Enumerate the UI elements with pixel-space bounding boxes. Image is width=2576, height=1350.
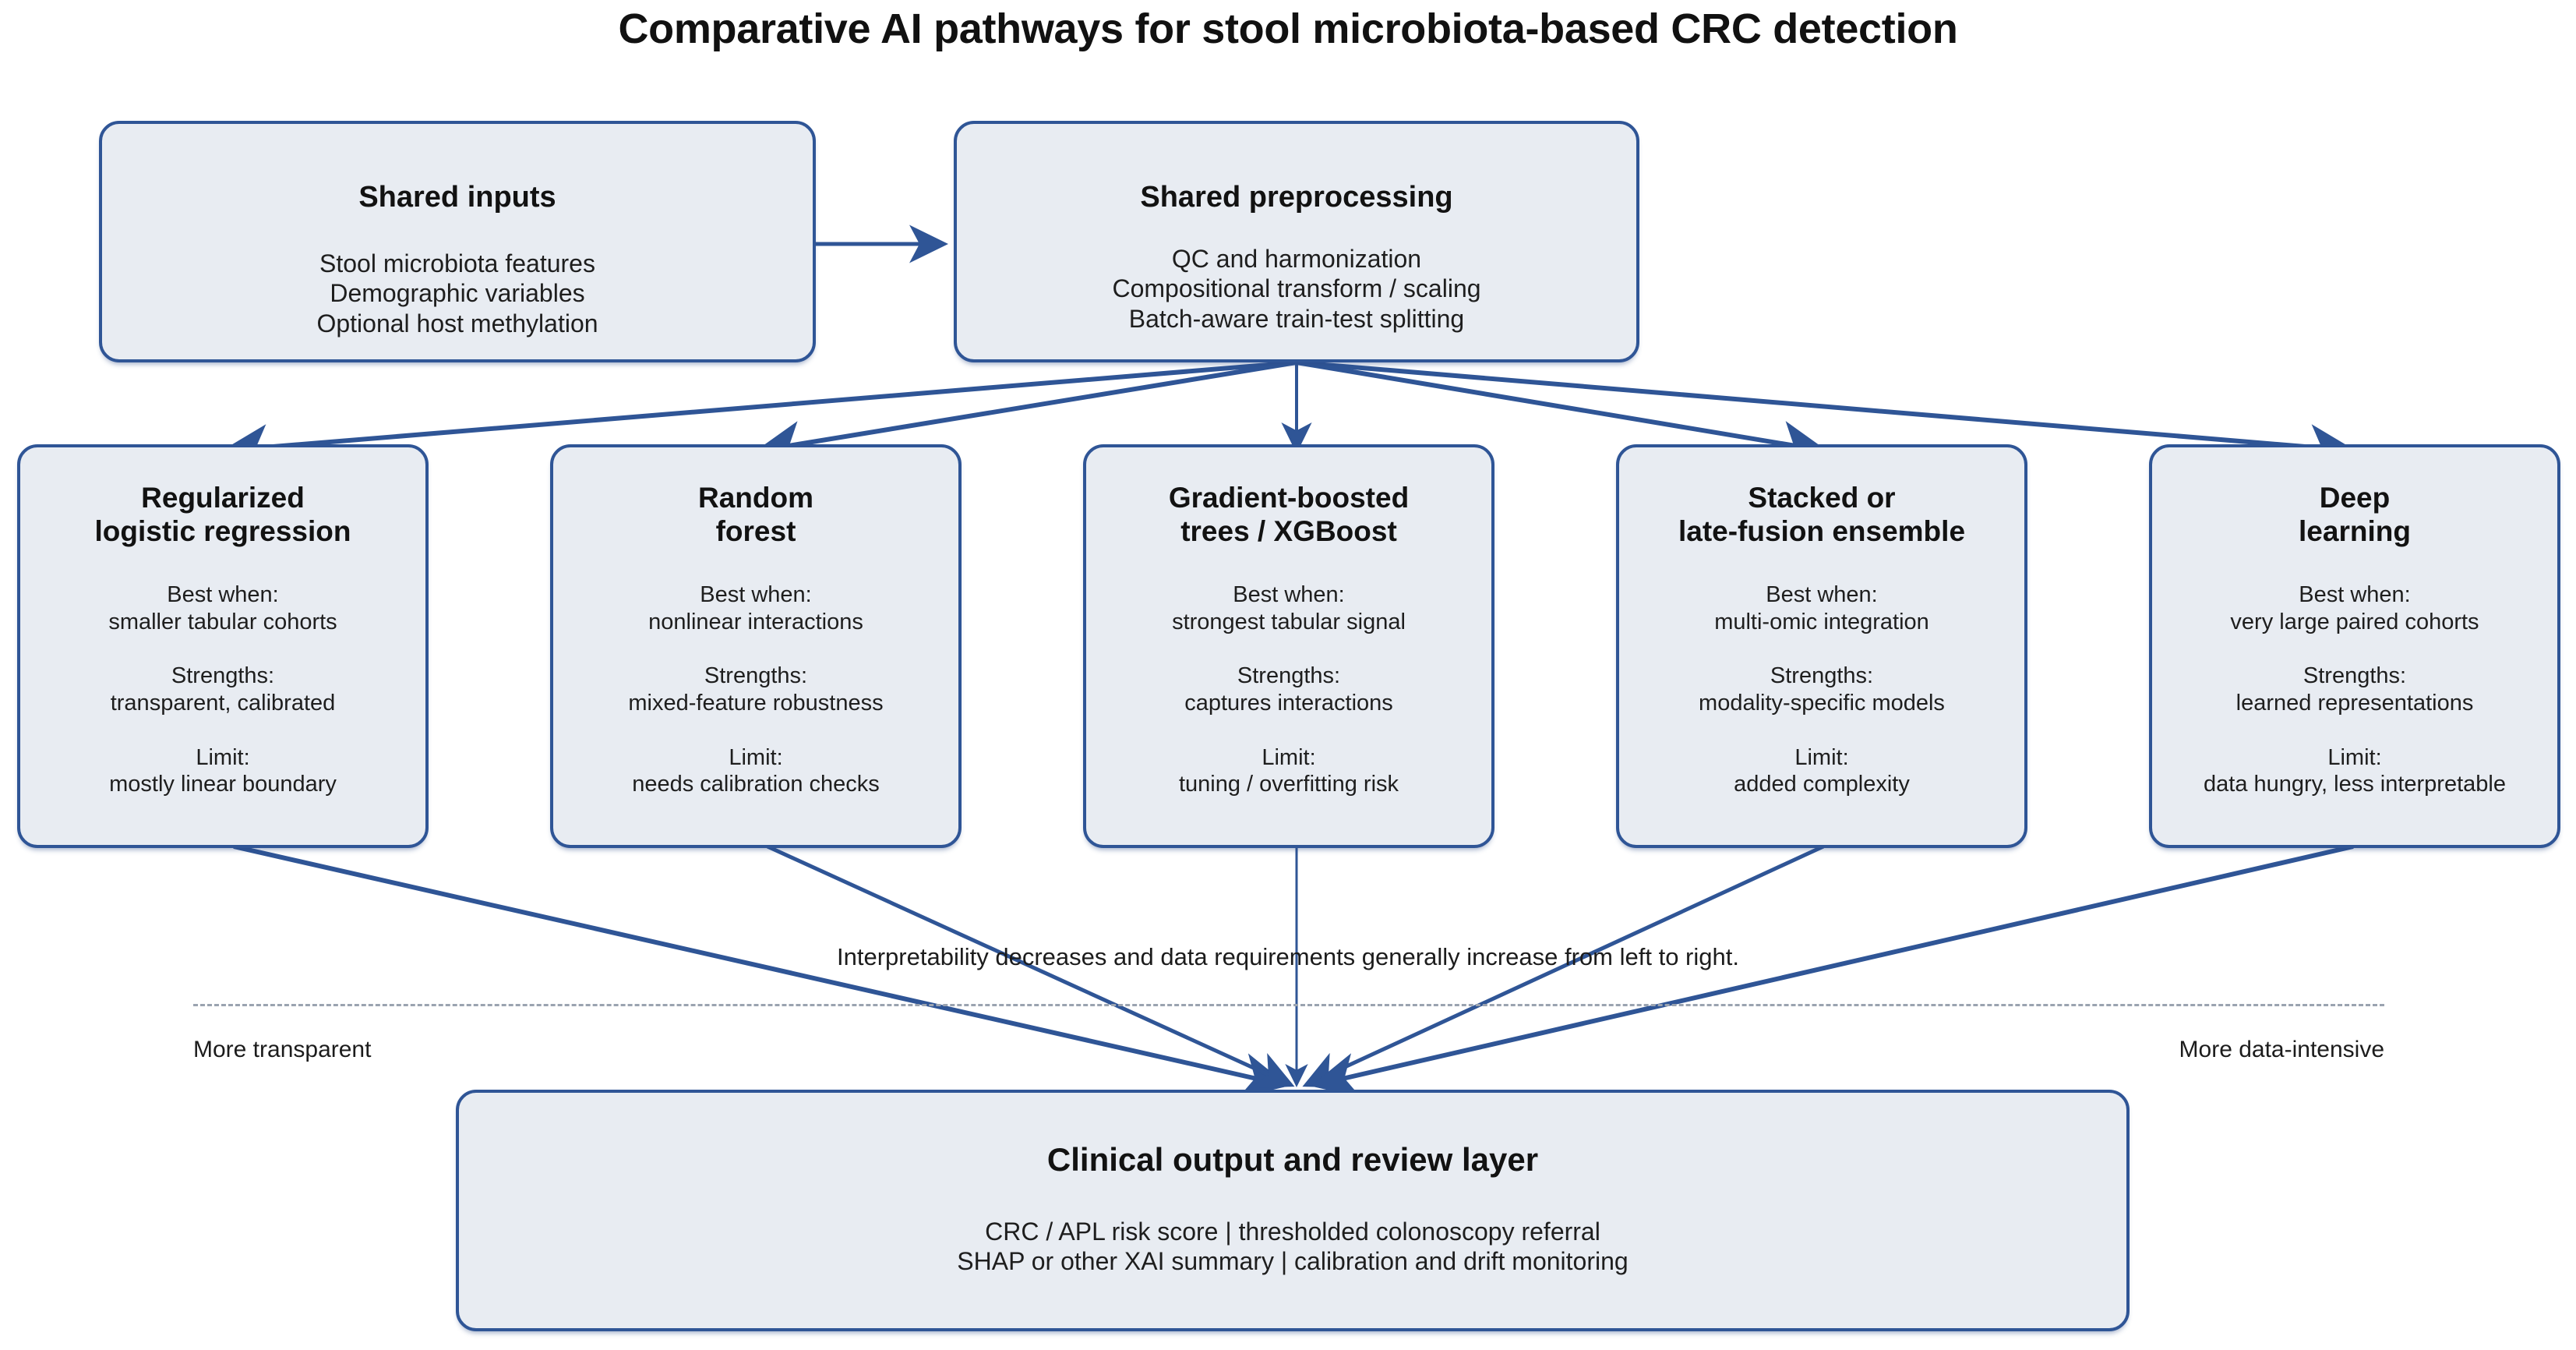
- node-body: Best when: very large paired cohorts Str…: [2204, 581, 2506, 797]
- node-shared-inputs[interactable]: Shared inputs Stool microbiota features …: [99, 121, 816, 362]
- node-stacked-late-fusion-ensemble[interactable]: Stacked or late-fusion ensemble Best whe…: [1616, 444, 2027, 848]
- node-clinical-output-and-review-layer[interactable]: Clinical output and review layer CRC / A…: [456, 1090, 2130, 1331]
- axis-label-left: More transparent: [193, 1037, 372, 1062]
- arrow-preprocessing-to-stacked-late-fusion-ensemble: [1296, 360, 1828, 467]
- node-body: CRC / APL risk score | thresholded colon…: [957, 1217, 1629, 1276]
- node-body: Best when: multi-omic integration Streng…: [1699, 581, 1945, 797]
- node-shared-preprocessing[interactable]: Shared preprocessing QC and harmonizatio…: [954, 121, 1639, 362]
- arrow-preprocessing-to-regularized-logistic-regression: [221, 360, 1297, 470]
- arrow-preprocessing-to-random-forest: [755, 360, 1297, 467]
- node-title: Deep learning: [2299, 482, 2411, 547]
- node-title: Clinical output and review layer: [1046, 1141, 1539, 1178]
- axis-dashed-divider: [193, 1004, 2384, 1006]
- axis-annotation-text: Interpretability decreases and data requ…: [837, 943, 1739, 970]
- node-regularized-logistic-regression[interactable]: Regularized logistic regression Best whe…: [17, 444, 429, 848]
- node-title: Shared inputs: [358, 181, 556, 214]
- node-body: QC and harmonization Compositional trans…: [1112, 245, 1481, 333]
- node-random-forest[interactable]: Random forest Best when: nonlinear inter…: [550, 444, 962, 848]
- node-title: Stacked or late-fusion ensemble: [1678, 482, 1966, 547]
- axis-label-right: More data-intensive: [2179, 1037, 2384, 1062]
- arrow-preprocessing-to-deep-learning: [1296, 360, 2356, 470]
- node-title: Gradient-boosted trees / XGBoost: [1168, 482, 1410, 547]
- node-title: Regularized logistic regression: [94, 482, 351, 547]
- node-gradient-boosted-trees-xgboost[interactable]: Gradient-boosted trees / XGBoost Best wh…: [1083, 444, 1494, 848]
- page-title: Comparative AI pathways for stool microb…: [618, 5, 1958, 52]
- node-title: Random forest: [698, 482, 813, 547]
- node-body: Best when: nonlinear interactions Streng…: [628, 581, 884, 797]
- node-body: Stool microbiota features Demographic va…: [316, 249, 598, 338]
- node-body: Best when: strongest tabular signal Stre…: [1172, 581, 1406, 797]
- node-title: Shared preprocessing: [1140, 181, 1453, 214]
- node-deep-learning[interactable]: Deep learning Best when: very large pair…: [2149, 444, 2560, 848]
- node-body: Best when: smaller tabular cohorts Stren…: [108, 581, 337, 797]
